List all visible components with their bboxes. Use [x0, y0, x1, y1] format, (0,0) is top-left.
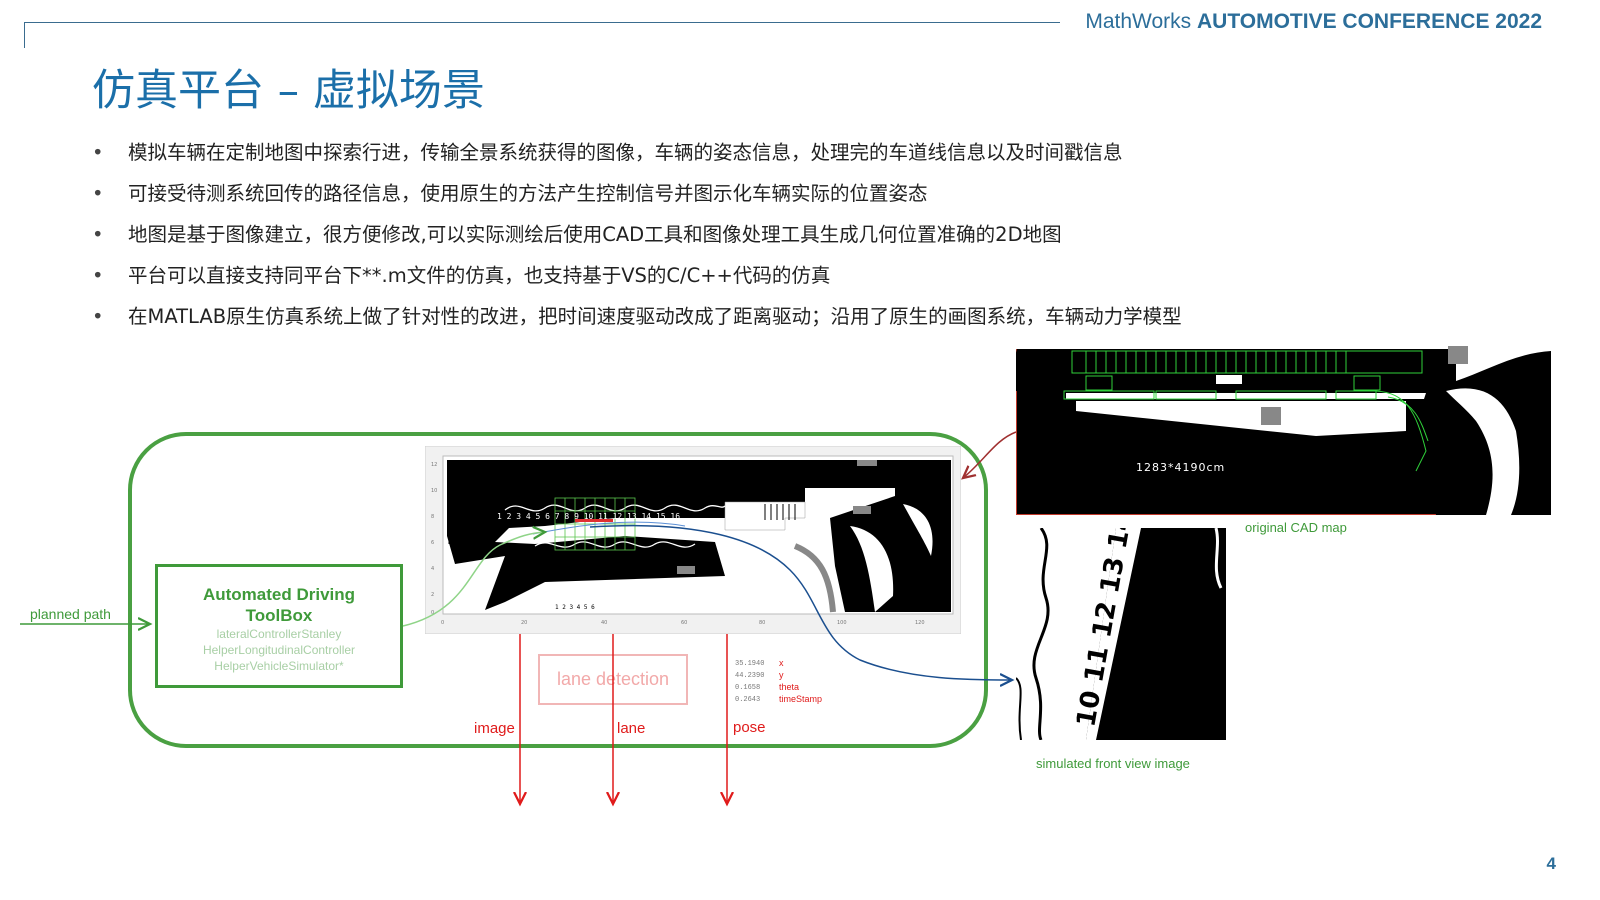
brand-strong: AUTOMOTIVE CONFERENCE 2022 [1196, 10, 1542, 33]
pose-key: x [779, 658, 784, 668]
control-path-arrow [402, 532, 545, 627]
planned-path-label: planned path [30, 606, 111, 622]
plot-y-tick: 6 [431, 540, 434, 546]
brand-prefix: MathWorks [1085, 10, 1192, 33]
automated-driving-toolbox: Automated Driving ToolBox lateralControl… [155, 564, 403, 688]
pose-value: 35.1940 [735, 660, 765, 668]
pose-keys: x y theta timeStamp [779, 657, 822, 705]
toolbox-title-line1: Automated Driving [202, 585, 356, 604]
bullet-text: 地图是基于图像建立，很方便修改,可以实际测绘后使用CAD工具和图像处理工具生成几… [128, 223, 1062, 246]
slide-title: 仿真平台 – 虚拟场景 [92, 66, 485, 116]
front-view-caption: simulated front view image [1036, 756, 1190, 771]
toolbox-function: lateralControllerStanley [216, 627, 342, 641]
output-pose-label: pose [733, 719, 766, 736]
bullet-item: • 模拟车辆在定制地图中探索行进，传输全景系统获得的图像，车辆的姿态信息，处理完的… [92, 138, 1182, 179]
pose-value: 0.1658 [735, 684, 761, 692]
bullet-item: • 平台可以直接支持同平台下**.m文件的仿真，也支持基于VS的C/C++代码的仿… [92, 261, 1182, 302]
output-image-label: image [474, 720, 515, 737]
bullet-item: • 地图是基于图像建立，很方便修改,可以实际测绘后使用CAD工具和图像处理工具生成… [92, 220, 1182, 261]
pose-key: y [779, 670, 784, 680]
plot-number-strip: 1 2 3 4 5 6 7 8 9 10 11 12 13 14 15 16 [497, 512, 680, 521]
cad-map-image: 1283*4190cm [1016, 341, 1551, 515]
plot-x-tick: 100 [837, 620, 847, 626]
bullet-marker: • [92, 141, 104, 164]
front-view-image: 10 11 12 13 14 [1016, 528, 1226, 740]
toolbox-function: HelperLongitudinalController [202, 643, 356, 657]
bullet-marker: • [92, 182, 104, 205]
plot-x-tick: 120 [915, 620, 925, 626]
plot-x-tick: 0 [441, 620, 444, 626]
bullet-item: • 可接受待测系统回传的路径信息，使用原生的方法产生控制信号并图示化车辆实际的位置… [92, 179, 1182, 220]
plot-y-tick: 2 [431, 592, 434, 598]
header-rule [24, 22, 1060, 23]
plot-y-tick: 0 [431, 610, 434, 616]
toolbox-function: HelperVehicleSimulator* [214, 659, 344, 673]
pose-key: theta [779, 682, 800, 692]
plot-x-tick: 60 [681, 620, 687, 626]
header-rule-corner [24, 22, 25, 48]
bullet-marker: • [92, 264, 104, 287]
output-lane-label: lane [617, 720, 646, 737]
bullet-marker: • [92, 305, 104, 328]
cad-map-arrow [963, 431, 1017, 478]
pose-value: 0.2643 [735, 696, 761, 704]
bullet-text: 可接受待测系统回传的路径信息，使用原生的方法产生控制信号并图示化车辆实际的位置姿… [128, 182, 928, 205]
page-number: 4 [1546, 854, 1556, 873]
front-view-arrow [589, 524, 1012, 680]
plot-x-tick: 20 [521, 620, 527, 626]
bullet-item: • 在MATLAB原生仿真系统上做了针对性的改进，把时间速度驱动改成了距离驱动；沿… [92, 302, 1182, 343]
simulation-frame [128, 432, 988, 748]
plot-y-tick: 4 [431, 566, 434, 572]
pose-key: timeStamp [779, 694, 823, 704]
bullet-text: 模拟车辆在定制地图中探索行进，传输全景系统获得的图像，车辆的姿态信息，处理完的车… [128, 141, 1123, 164]
cad-map-caption: original CAD map [1245, 520, 1347, 535]
svg-text:1 2 3 4 5 6: 1 2 3 4 5 6 [555, 604, 595, 611]
pose-values: 35.1940 44.2390 0.1658 0.2643 [735, 658, 764, 706]
pose-value: 44.2390 [735, 672, 765, 680]
plot-y-tick: 12 [431, 462, 437, 468]
bullet-text: 在MATLAB原生仿真系统上做了针对性的改进，把时间速度驱动改成了距离驱动；沿用… [128, 305, 1182, 328]
plot-x-tick: 80 [759, 620, 765, 626]
plot-y-tick: 10 [431, 488, 437, 494]
cad-dimensions-label: 1283*4190cm [1136, 461, 1225, 474]
plot-x-tick: 40 [601, 620, 607, 626]
bullet-marker: • [92, 223, 104, 246]
conference-brand: MathWorks AUTOMOTIVE CONFERENCE 2022 [1085, 10, 1542, 34]
plot-y-tick: 8 [431, 514, 434, 520]
bullet-text: 平台可以直接支持同平台下**.m文件的仿真，也支持基于VS的C/C++代码的仿真 [128, 264, 831, 287]
toolbox-title-line2: ToolBox [245, 606, 313, 625]
bullet-list: • 模拟车辆在定制地图中探索行进，传输全景系统获得的图像，车辆的姿态信息，处理完的… [92, 138, 1182, 343]
